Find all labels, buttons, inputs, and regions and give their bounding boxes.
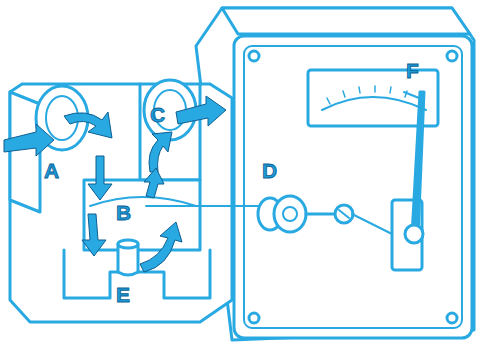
pointer-pivot (405, 225, 423, 243)
gear-shaft (306, 213, 338, 216)
linkage (352, 214, 392, 234)
gauge-scale (322, 97, 426, 110)
panel-border (244, 46, 462, 328)
flow-arrow (82, 214, 106, 256)
housing-top (222, 8, 470, 34)
gear-hub (283, 207, 297, 221)
housing-body (196, 8, 474, 340)
flow-arrow (144, 168, 164, 198)
flow-arrow (149, 132, 172, 172)
callout-letter: B (116, 202, 131, 224)
callout-letter: E (116, 284, 130, 306)
register-gear (274, 196, 306, 232)
chamber-disc (90, 197, 196, 206)
front-panel (234, 36, 472, 338)
callout-letter: A (44, 160, 59, 182)
meter-body (10, 84, 232, 322)
flow-arrow (64, 112, 112, 138)
flow-arrow (88, 156, 112, 200)
screw (447, 313, 457, 323)
piston-top (118, 240, 138, 248)
screw (249, 51, 259, 61)
callout-letter: D (262, 160, 277, 182)
pointer-tip (404, 92, 419, 98)
flow-arrow (176, 96, 226, 126)
screw (447, 51, 457, 61)
callout-letter: C (150, 104, 165, 126)
gauge-pointer (412, 92, 424, 236)
drive-rod (146, 205, 262, 207)
callout-letter: F (406, 60, 419, 82)
flow-arrow (4, 124, 54, 156)
screw-slot (339, 210, 349, 218)
gauge-ticks (327, 86, 423, 104)
screw (249, 313, 259, 323)
adjust-screw (335, 205, 353, 223)
flow-arrow (140, 222, 182, 272)
